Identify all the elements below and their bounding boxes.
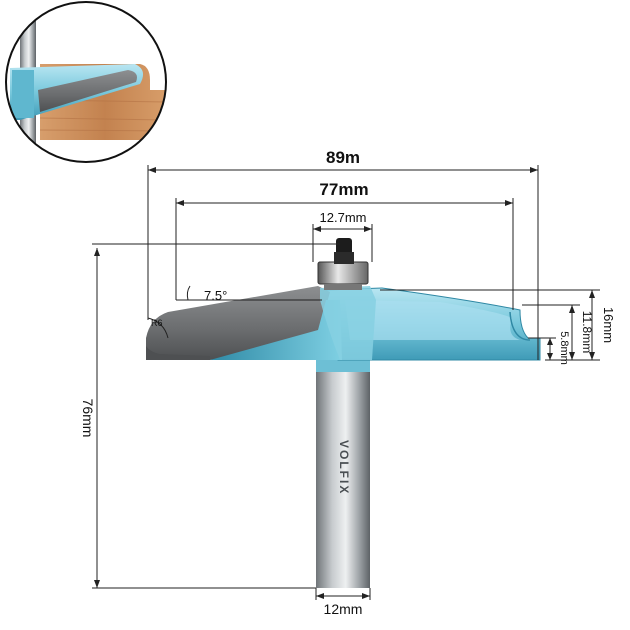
radius-label: R6 (151, 318, 163, 328)
brand-label: VOLFIX (337, 440, 351, 495)
edge-height-label: 5.8mm (558, 331, 570, 365)
total-length-label: 76mm (80, 399, 96, 438)
profile-height-label: 11.8mm (580, 311, 594, 353)
shank-diameter-label: 12mm (324, 601, 363, 617)
cutting-width-label: 77mm (319, 180, 368, 199)
bearing-image (317, 238, 369, 290)
dimension-lines (92, 165, 600, 600)
bearing-diameter-label: 12.7mm (320, 210, 367, 225)
cutter-body-image (146, 286, 541, 361)
arrowheads (94, 167, 595, 599)
inset-detail (5, 1, 167, 163)
angle-label: 7.5° (204, 288, 227, 303)
overall-width-label: 89m (326, 148, 360, 167)
cutting-height-label: 16mm (601, 307, 616, 343)
